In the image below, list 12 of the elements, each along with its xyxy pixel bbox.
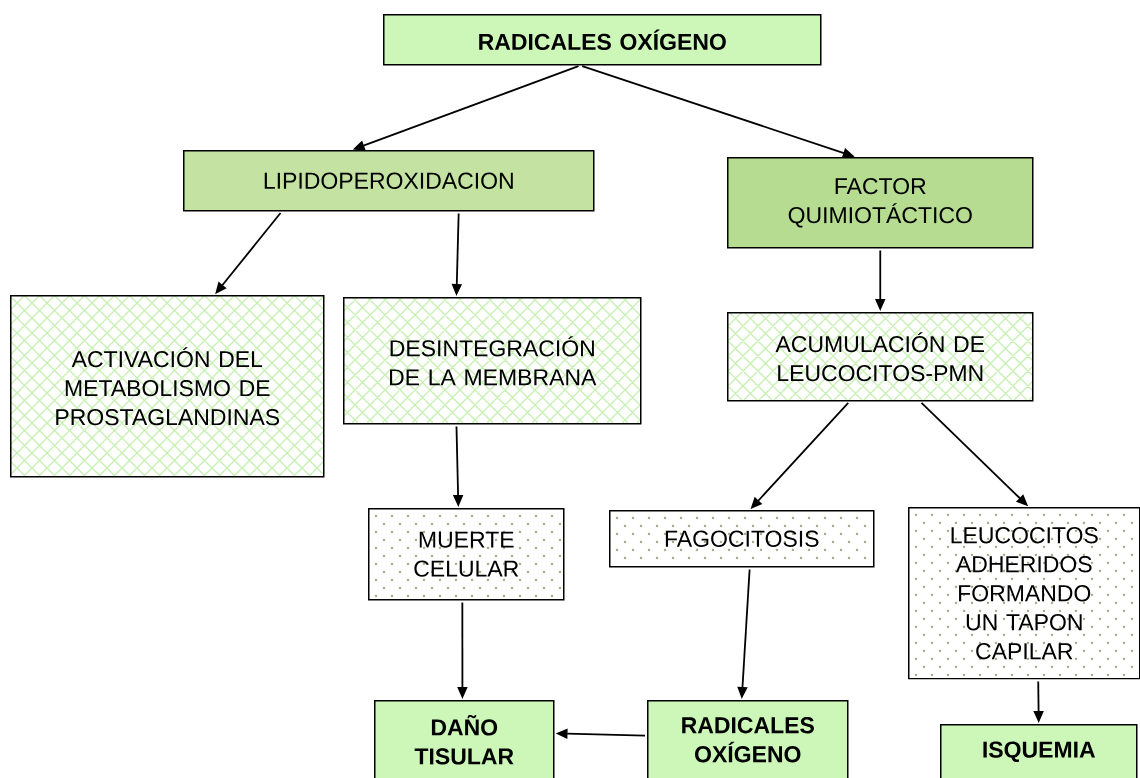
process-box: LIPIDOPEROXIDACION: [183, 150, 595, 212]
hatched-box: DESINTEGRACIÓN DE LA MEMBRANA: [343, 297, 642, 425]
process-box: FACTOR QUIMIOTÁCTICO: [727, 157, 1034, 249]
dotted-box: MUERTE CELULAR: [368, 508, 565, 601]
result-box: ISQUEMIA: [940, 724, 1138, 778]
dotted-box: FAGOCITOSIS: [609, 510, 875, 568]
result-box: RADICALES OXÍGENO: [647, 700, 849, 778]
hatched-box: ACUMULACIÓN DE LEUCOCITOS-PMN: [727, 312, 1034, 402]
result-box: RADICALES OXÍGENO: [383, 14, 822, 66]
hatched-box: ACTIVACIÓN DEL METABOLISMO DE PROSTAGLANDINAS: [10, 295, 325, 478]
dotted-box: LEUCOCITOS ADHERIDOS FORMANDO UN TAPON CAPILAR: [908, 507, 1140, 680]
result-box: DAÑO TISULAR: [374, 700, 555, 778]
